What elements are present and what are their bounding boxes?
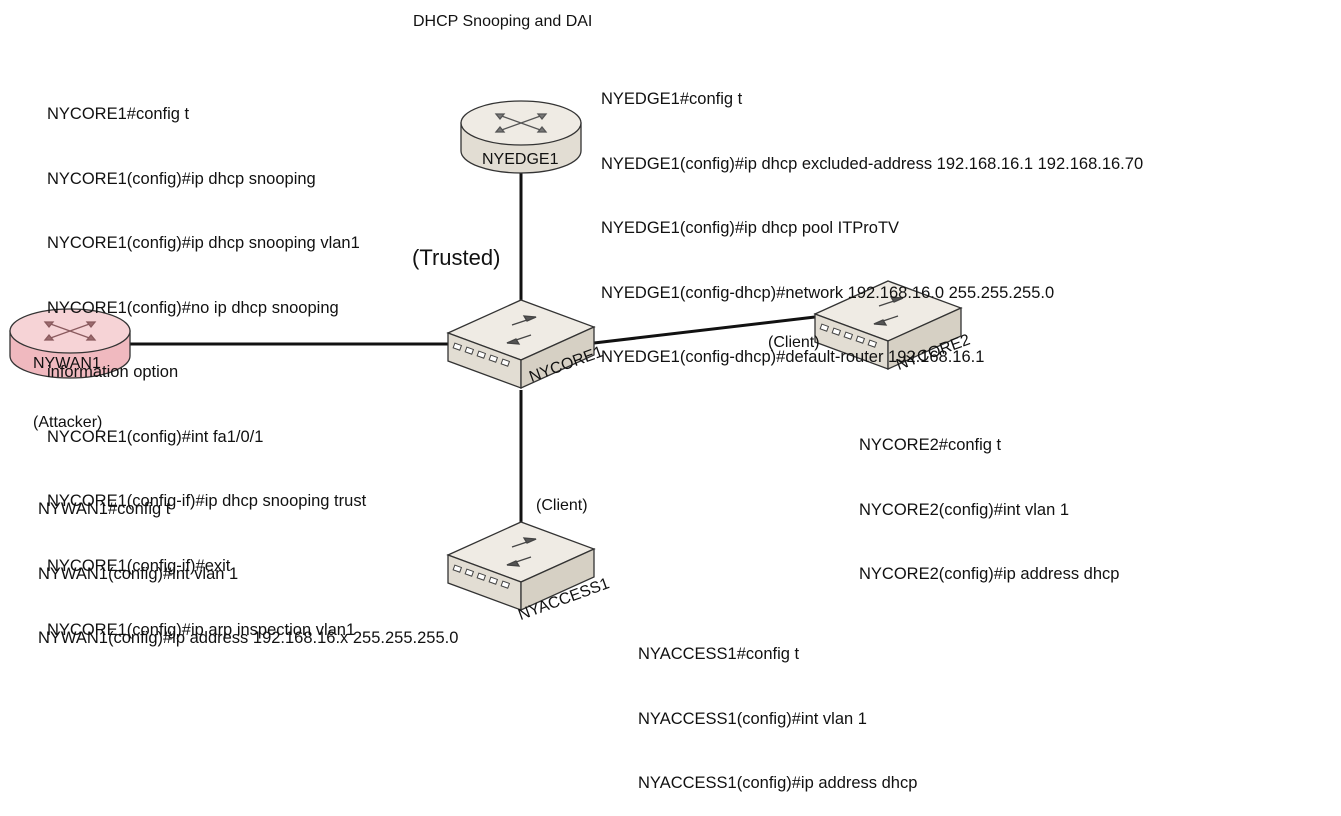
- config-line: NYCORE2#config t: [859, 436, 1002, 454]
- attacker-label: (Attacker): [33, 414, 103, 431]
- switch-arrows-icon: [506, 315, 537, 345]
- switch-nycore1: [446, 299, 596, 390]
- switch-nycore2: [813, 280, 963, 371]
- network-diagram: [9, 100, 963, 612]
- switch-ports: [819, 323, 878, 348]
- switch-arrows-icon: [506, 537, 537, 567]
- config-line: NYCORE1#config t: [47, 105, 190, 123]
- config-line: NYCORE1(config)#ip arp inspection vlan1: [47, 621, 356, 639]
- config-line: NYCORE1(config-if)#exit: [47, 556, 231, 575]
- nycore1-config-block: NYCORE1#config t NYCORE1(config)#ip dhcp…: [47, 61, 366, 663]
- config-line: NYEDGE1#config t: [601, 90, 743, 108]
- config-line: NYCORE2(config)#ip address dhcp: [859, 565, 1120, 583]
- router-nywan1: [9, 308, 131, 379]
- device-label-nywan1: NYWAN1: [33, 355, 101, 372]
- nyaccess1-config-block: NYACCESS1#config t NYACCESS1(config)#int…: [638, 601, 917, 816]
- client-label-nycore2: (Client): [768, 334, 820, 351]
- router-nyedge1: [460, 100, 582, 174]
- diagram-title: DHCP Snooping and DAI: [413, 13, 593, 30]
- config-line: information option: [47, 363, 179, 381]
- config-line: NYCORE1(config-if)#ip dhcp snooping trus…: [47, 492, 367, 510]
- nycore2-config-block: NYCORE2#config t NYCORE2(config)#int vla…: [859, 392, 1119, 607]
- switch-ports: [452, 564, 511, 589]
- config-line: NYCORE2(config)#int vlan 1: [859, 500, 1070, 519]
- config-line: NYACCESS1(config)#int vlan 1: [638, 709, 867, 728]
- config-line: NYACCESS1#config t: [638, 645, 800, 663]
- nyedge1-config-block: NYEDGE1#config t NYEDGE1(config)#ip dhcp…: [601, 46, 1143, 390]
- switch-nyaccess1: [446, 521, 596, 612]
- config-line: NYWAN1#config t: [38, 500, 171, 518]
- switch-arrows-icon: [873, 296, 904, 326]
- config-line: NYEDGE1(config-dhcp)#network 192.168.16.…: [601, 283, 1055, 302]
- config-line: NYACCESS1(config)#ip address dhcp: [638, 774, 918, 792]
- link-nycore1-nycore2: [593, 315, 816, 345]
- config-line: NYCORE1(config)#int fa1/0/1: [47, 427, 264, 446]
- switch-ports: [452, 342, 511, 367]
- config-line: NYCORE1(config)#ip dhcp snooping: [47, 169, 316, 188]
- config-line: NYCORE1(config)#ip dhcp snooping vlan1: [47, 234, 360, 252]
- config-line: NYEDGE1(config)#ip dhcp pool ITProTV: [601, 219, 900, 237]
- nywan1-config-block: NYWAN1#config t NYWAN1(config)#int vlan …: [38, 456, 458, 671]
- config-line: NYCORE1(config)#no ip dhcp snooping: [47, 298, 339, 317]
- device-label-nyedge1: NYEDGE1: [482, 151, 559, 168]
- router-arrows-icon: [43, 321, 97, 341]
- trusted-label: (Trusted): [412, 245, 501, 270]
- config-line: NYWAN1(config)#int vlan 1: [38, 564, 239, 583]
- config-line: NYEDGE1(config-dhcp)#default-router 192.…: [601, 348, 985, 366]
- client-label-nyaccess1: (Client): [536, 497, 588, 514]
- config-line: NYEDGE1(config)#ip dhcp excluded-address…: [601, 154, 1144, 173]
- router-arrows-icon: [494, 113, 548, 133]
- config-line: NYWAN1(config)#ip address 192.168.16.x 2…: [38, 629, 459, 647]
